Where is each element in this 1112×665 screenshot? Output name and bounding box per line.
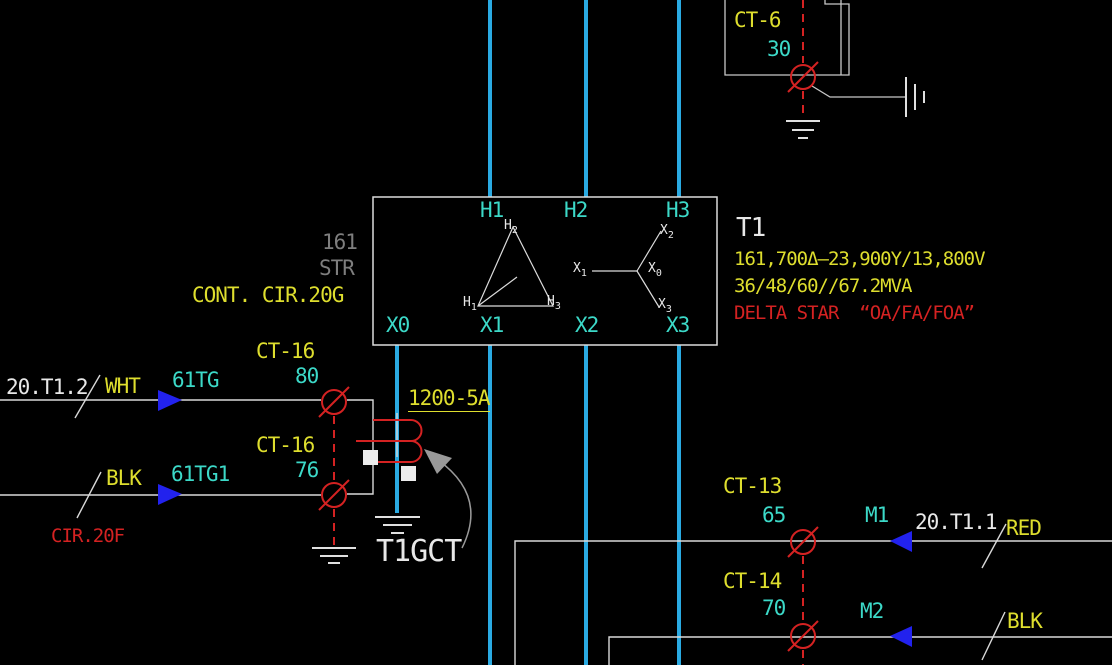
terminal-h1: H1 [480,198,504,222]
delta-label-h2: H2 [504,218,518,236]
ground-symbol-left-ct [312,547,356,564]
selection-grip-1[interactable] [363,450,378,465]
ct6-value: 30 [767,37,791,61]
wire-id-61tg1: 61TG1 [171,462,230,486]
wire-id-m2: M2 [860,599,884,623]
ref-161: 161 [322,230,358,254]
ct-ratio-1200-5a: 1200-5A [408,386,491,412]
terminal-x1: X1 [480,313,504,337]
transformer-box [372,196,718,346]
ct16-tap-80: 80 [295,364,319,388]
arrow-left-icon [890,626,912,647]
wire-color-slash-red [981,523,1007,569]
wire-id-m1: M1 [865,503,889,527]
arrow-right-icon [158,390,182,411]
transformer-mva: 36/48/60//67.2MVA [734,275,912,297]
cable-id-20t11: 20.T1.1 [915,510,998,534]
wire-color-red: RED [1006,516,1042,540]
ground-symbol-x0 [375,516,420,534]
ct14-tap-70: 70 [762,596,786,620]
ct6-label: CT-6 [734,8,782,32]
ground-symbol-ct6 [786,120,820,139]
wire-id-61tg: 61TG [172,368,220,392]
selection-grip-2[interactable] [401,466,416,481]
cable-id-20t12: 20.T1.2 [6,375,89,399]
circuit-ref-cir20f: CIR.20F [51,525,125,547]
arrow-right-icon [158,484,182,505]
wire-color-slash-blk [76,471,102,519]
leader-arrow [424,449,472,549]
ct14-label: CT-14 [723,569,782,593]
ct-jumper-bracket [347,399,374,495]
test-switch-symbols [318,61,819,652]
terminal-h2: H2 [564,198,588,222]
terminal-x0: X0 [386,313,410,337]
wire-direction-arrows [158,390,912,647]
leader-arrowhead-icon [424,449,452,474]
ct16-label-1: CT-16 [256,339,315,363]
terminal-x3: X3 [666,313,690,337]
terminal-h3: H3 [666,198,690,222]
transformer-name: T1 [736,213,766,243]
gct-label: T1GCT [376,534,462,569]
delta-label-h3: H3 [547,294,561,312]
transformer-cooling: DELTA STAR “OA/FA/FOA” [734,302,975,324]
ct6-enclosure [724,0,850,76]
terminal-x2: X2 [575,313,599,337]
wire-color-blk: BLK [106,466,142,490]
ground-symbol-right [905,77,925,117]
wye-label-x3: X3 [658,297,672,315]
phase-bus-lines [395,0,681,665]
wire-color-slash-blk2 [981,611,1006,661]
wire-color-wht: WHT [105,374,141,398]
ct13-tap-65: 65 [762,503,786,527]
ct16-tap-76: 76 [295,458,319,482]
wire-color-blk2: BLK [1007,609,1043,633]
neutral-ct-coil[interactable] [356,419,423,463]
delta-winding-symbol [477,225,554,307]
ct6-ground-wire [811,85,906,98]
wye-label-x0: X0 [648,261,662,279]
right-ct-wires [514,523,1112,665]
wye-winding-symbol [592,230,662,308]
ct13-label: CT-13 [723,474,782,498]
wye-label-x2: X2 [660,223,674,241]
delta-label-h1: H1 [463,295,477,313]
ct-dashed-runs [333,0,804,665]
ref-cont-cir20g: CONT. CIR.20G [192,283,344,307]
ref-str: STR [319,256,355,280]
ct16-label-2: CT-16 [256,433,315,457]
wire-color-slash-wht [74,374,101,419]
transformer-voltage: 161,700Δ–23,900Y/13,800V [734,248,986,270]
arrow-left-icon [890,531,912,552]
wye-label-x1: X1 [573,261,587,279]
